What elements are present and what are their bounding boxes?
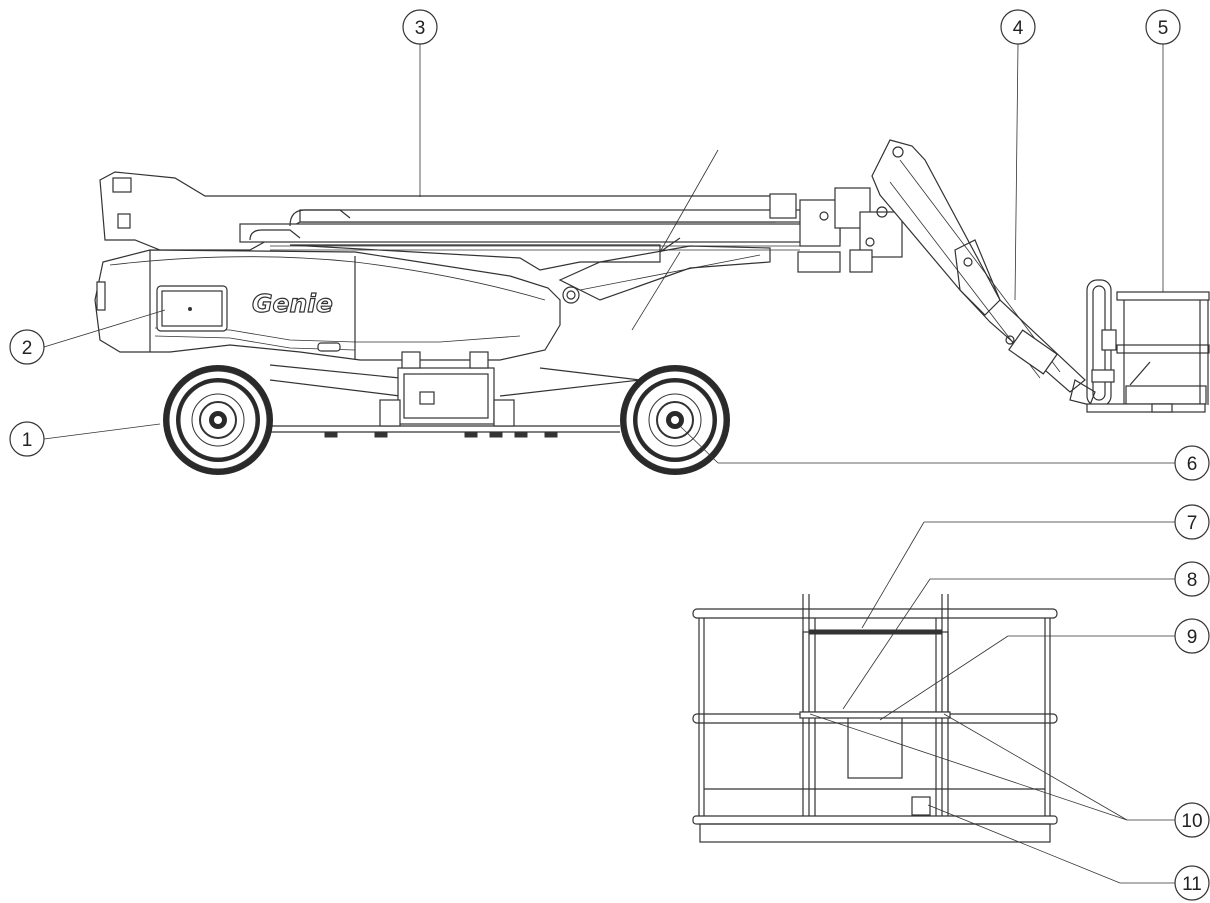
jib-arm [871,139,1096,406]
callout-3: 3 [402,9,438,45]
callout-1-label: 1 [22,430,33,451]
callout-2: 2 [9,329,45,365]
callout-4: 4 [1000,9,1036,45]
rear-wheel [163,365,273,475]
callout-1: 1 [9,421,45,457]
platform-front-view [692,594,1058,843]
callout-5-label: 5 [1158,18,1169,39]
lower-boom [558,245,771,301]
callout-10: 10 [1174,802,1210,838]
primary-boom [99,149,903,331]
callout-8-label: 8 [1187,570,1198,591]
callout-7-label: 7 [1187,513,1198,534]
genie-logo: Genie [252,289,333,318]
callout-11: 11 [1174,865,1210,901]
leader-lines [43,43,1175,884]
access-door [156,285,228,332]
callout-6: 6 [1174,445,1210,481]
callout-7: 7 [1174,504,1210,540]
chassis [94,177,580,361]
callout-11-label: 11 [1182,874,1202,895]
undercarriage [180,351,641,438]
callout-3-label: 3 [415,18,426,39]
boom-lift-side-view: Genie [94,139,1210,475]
platform [1086,279,1210,413]
callout-8: 8 [1174,561,1210,597]
callout-6-label: 6 [1187,454,1198,475]
callout-9: 9 [1174,618,1210,654]
callout-10-label: 10 [1181,811,1202,832]
front-wheel [620,365,730,475]
callout-5: 5 [1145,9,1181,45]
callout-2-label: 2 [22,338,33,359]
callout-9-label: 9 [1187,627,1198,648]
callout-4-label: 4 [1013,18,1024,39]
